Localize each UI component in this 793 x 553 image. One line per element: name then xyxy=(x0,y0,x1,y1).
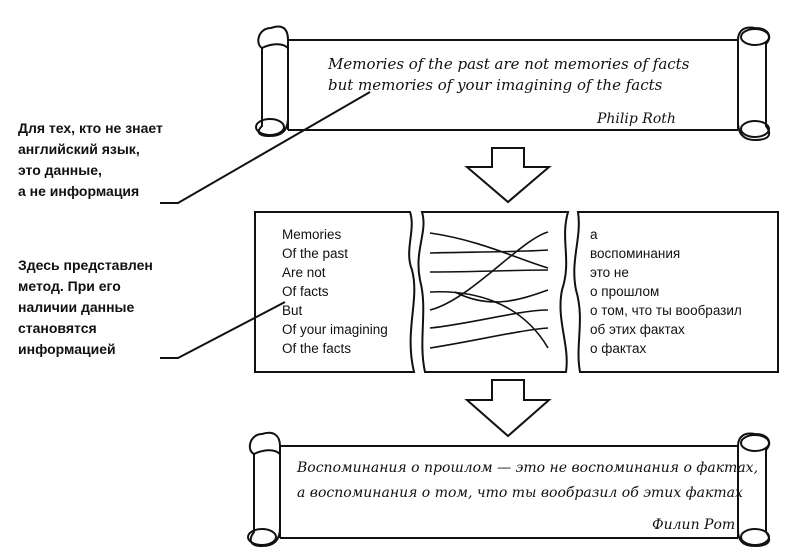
english-fragment: Memories xyxy=(282,227,342,242)
note-top-line: а не информация xyxy=(18,183,140,199)
mapping-box xyxy=(417,211,570,373)
russian-fragment: воспоминания xyxy=(590,246,680,261)
down-arrow-icon xyxy=(464,379,552,438)
russian-fragment: об этих фактах xyxy=(590,322,685,337)
top-scroll xyxy=(255,25,771,142)
english-fragment: Of the facts xyxy=(282,341,351,356)
english-fragments-box xyxy=(254,211,416,373)
mapping-lines xyxy=(429,231,549,349)
note-top-line: Для тех, кто не знает xyxy=(18,120,163,136)
top-scroll-line-2: but memories of your imagining of the fa… xyxy=(328,76,663,94)
note-top-line: это данные, xyxy=(18,162,102,178)
note-bottom-line: становятся xyxy=(18,320,97,336)
top-note-pointer xyxy=(160,91,371,204)
russian-fragment: это не xyxy=(590,265,629,280)
bottom-scroll-line-1: Воспоминания о прошлом — это не воспомин… xyxy=(296,460,758,476)
note-bottom-line: метод. При его xyxy=(18,278,121,294)
note-top: Для тех, кто не знает английский язык, э… xyxy=(18,118,163,202)
russian-fragments: а воспоминания это не о прошлом о том, что т… xyxy=(590,227,742,356)
note-bottom-line: наличии данные xyxy=(18,299,135,315)
russian-fragment: а xyxy=(590,227,598,242)
bottom-scroll-line-2: а воспоминания о том, что ты вообразил о… xyxy=(297,485,743,501)
english-fragment: Of the past xyxy=(282,246,348,261)
bottom-scroll-author: Филип Рот xyxy=(652,517,735,533)
top-scroll-line-1: Memories of the past are not memories of… xyxy=(327,55,690,73)
top-scroll-author: Philip Roth xyxy=(596,111,676,127)
bottom-scroll xyxy=(247,431,771,548)
note-top-line: английский язык, xyxy=(18,141,140,157)
english-fragment: Of your imagining xyxy=(282,322,388,337)
russian-fragments-box xyxy=(573,211,779,373)
down-arrow-icon xyxy=(464,147,552,204)
middle-boxes xyxy=(254,211,779,373)
note-bottom: Здесь представлен метод. При его наличии… xyxy=(18,255,153,360)
english-fragment: Of facts xyxy=(282,284,329,299)
russian-fragment: о том, что ты вообразил xyxy=(590,303,742,318)
english-fragment: Are not xyxy=(282,265,326,280)
russian-fragment: о фактах xyxy=(590,341,646,356)
russian-fragment: о прошлом xyxy=(590,284,659,299)
bottom-note-pointer xyxy=(160,301,286,359)
english-fragment: But xyxy=(282,303,303,318)
note-bottom-line: информацией xyxy=(18,341,116,357)
note-bottom-line: Здесь представлен xyxy=(18,257,153,273)
